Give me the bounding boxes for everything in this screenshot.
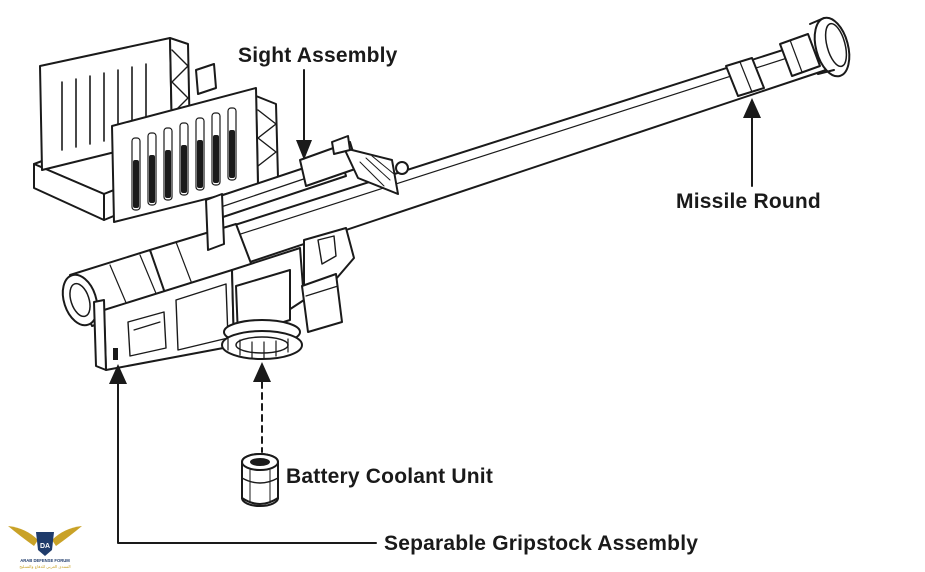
sight-arrowhead: [296, 140, 312, 160]
missile-arrowhead: [743, 98, 761, 118]
label-sight-assembly: Sight Assembly: [238, 44, 398, 67]
label-separable-gripstock-assembly: Separable Gripstock Assembly: [384, 532, 699, 555]
iff-antenna: [33, 37, 279, 223]
gripstock-leader: [117, 383, 377, 544]
arab-defense-forum-logo: DA ARAB DEFENSE FORUM المنتدى العربي للد…: [8, 526, 82, 569]
bcu-arrowhead: [253, 362, 271, 382]
label-battery-coolant-unit: Battery Coolant Unit: [286, 465, 494, 488]
leader-lines: [109, 69, 761, 544]
gripstock: [93, 227, 355, 371]
svg-text:المنتدى العربي للدفاع والتسليح: المنتدى العربي للدفاع والتسليح: [19, 564, 70, 569]
gripstock-arrowhead: [109, 364, 127, 384]
svg-text:DA: DA: [40, 543, 50, 550]
sight-assembly: [205, 135, 409, 251]
battery-coolant-unit: [241, 453, 279, 507]
svg-text:ARAB DEFENSE FORUM: ARAB DEFENSE FORUM: [20, 558, 70, 563]
launch-tube: [99, 16, 851, 307]
label-missile-round: Missile Round: [676, 190, 821, 213]
